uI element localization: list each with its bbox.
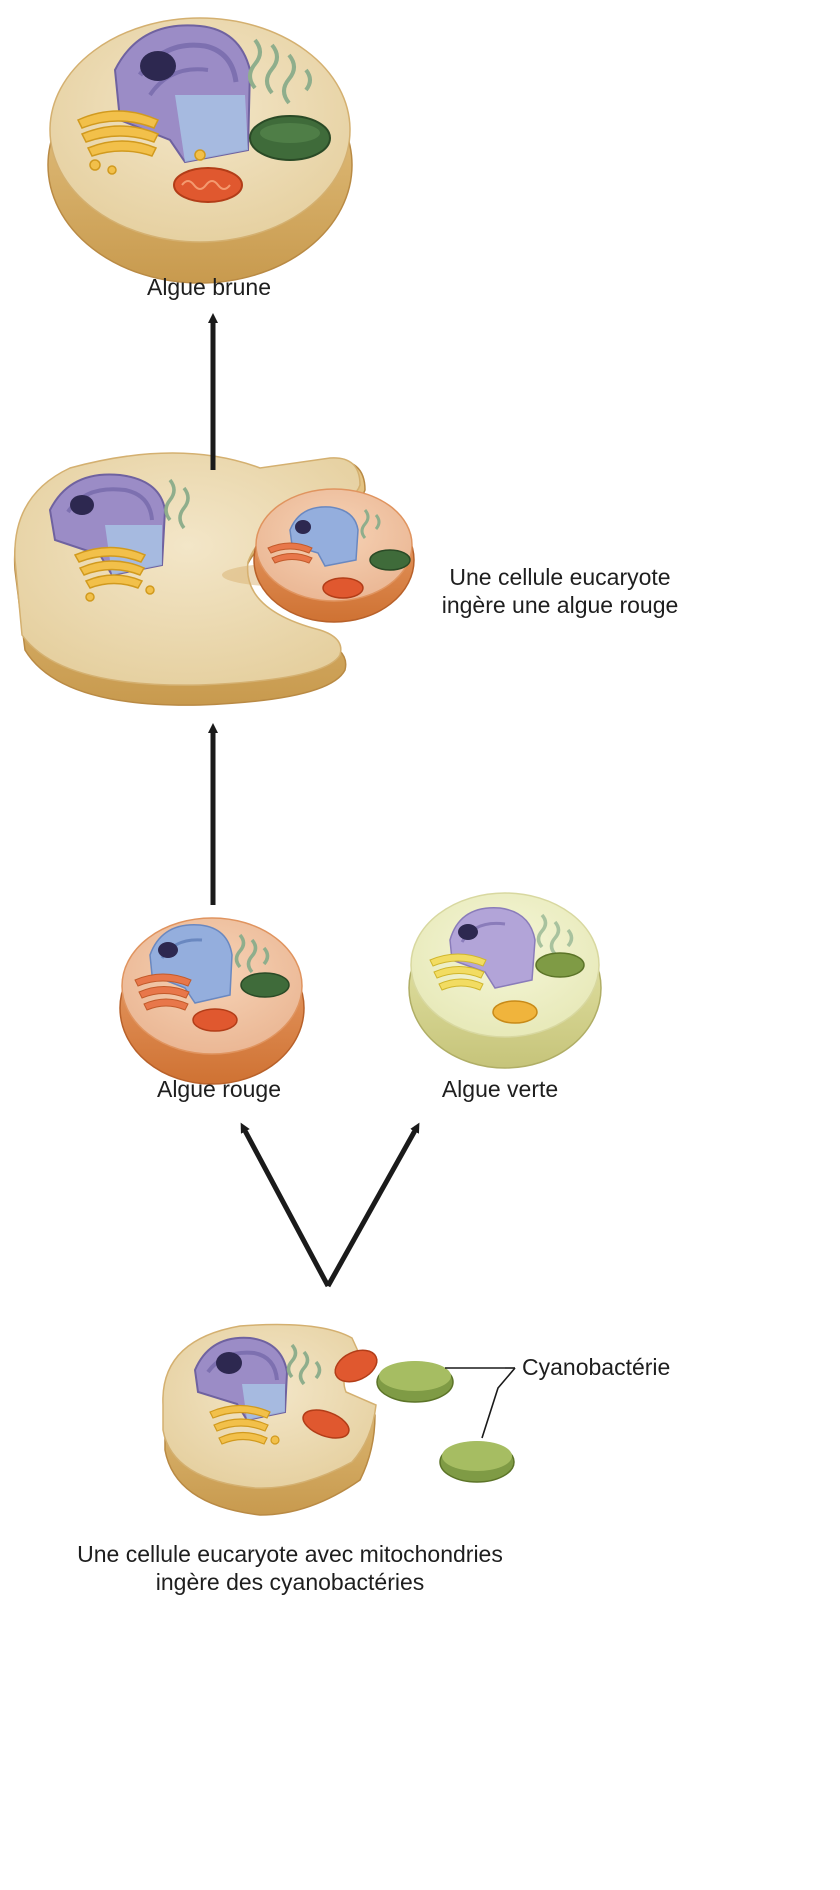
mitochondrion <box>193 1009 237 1031</box>
label-secondary-engulfment: Une cellule eucaryote ingère une algue r… <box>420 563 700 619</box>
label-secondary-engulfment-line-2: ingère une algue rouge <box>420 591 700 619</box>
label-primary-engulfment-line-2: ingère des cyanobactéries <box>30 1568 550 1596</box>
label-red-alga: Algue rouge <box>157 1075 281 1103</box>
arrow-to-green-alga <box>328 1127 417 1286</box>
brown-alga-cell <box>48 18 352 283</box>
nucleolus <box>158 942 178 958</box>
label-secondary-engulfment-line-1: Une cellule eucaryote <box>420 563 700 591</box>
engulfed-red-alga-cell <box>254 489 414 622</box>
label-green-alga: Algue verte <box>442 1075 558 1103</box>
label-cyanobacterium: Cyanobactérie <box>522 1353 670 1381</box>
nuclear-interior <box>175 95 248 162</box>
mitochondrion <box>493 1001 537 1023</box>
arrow-to-red-alga <box>243 1127 328 1286</box>
host-cell-with-mitochondria <box>163 1325 382 1516</box>
cyanobacterium-free <box>440 1441 514 1482</box>
cyanobacterium-entering <box>377 1361 453 1402</box>
chloroplast <box>241 973 289 997</box>
chloroplast <box>536 953 584 977</box>
nucleolus <box>458 924 478 940</box>
mitochondrion <box>174 168 242 202</box>
mitochondrion <box>323 578 363 598</box>
red-alga-cell <box>120 918 304 1084</box>
cyanobacterium-pointer-lines <box>445 1368 515 1438</box>
nucleolus <box>216 1352 242 1374</box>
nucleolus <box>140 51 176 81</box>
green-alga-cell <box>409 893 601 1068</box>
label-primary-engulfment-line-1: Une cellule eucaryote avec mitochondries <box>30 1540 550 1568</box>
chloroplast <box>370 550 410 570</box>
label-brown-alga: Algue brune <box>147 273 271 301</box>
nucleolus <box>70 495 94 515</box>
label-primary-engulfment: Une cellule eucaryote avec mitochondries… <box>30 1540 550 1596</box>
